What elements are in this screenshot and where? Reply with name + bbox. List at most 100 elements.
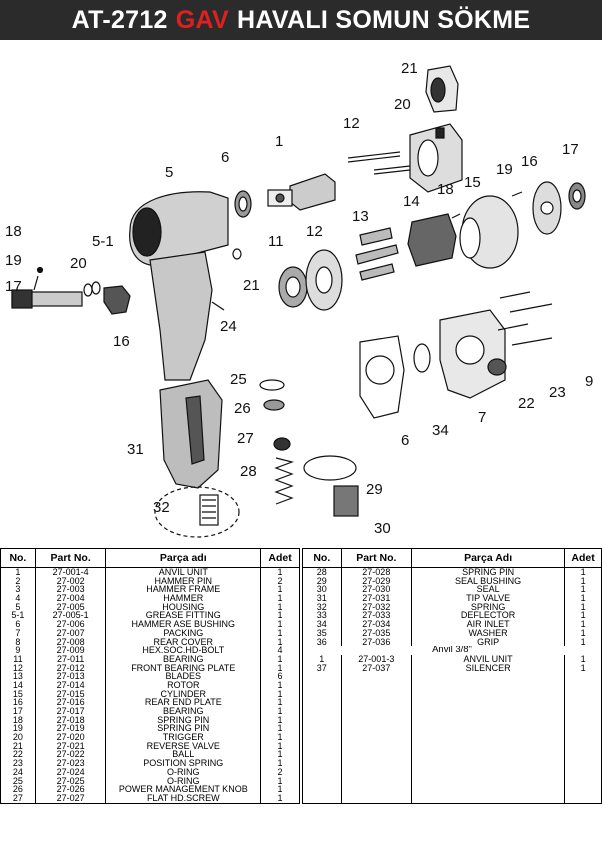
cell-part: 27-026 xyxy=(34,785,107,794)
cell-name: PACKING xyxy=(105,628,262,638)
table-row xyxy=(302,724,602,734)
cell-part xyxy=(340,785,413,794)
cell-no xyxy=(302,767,342,777)
cell-qty xyxy=(564,767,602,777)
table-row xyxy=(302,759,602,768)
cell-part: 27-014 xyxy=(34,680,107,690)
cell-qty: 1 xyxy=(260,680,300,690)
cell-no xyxy=(302,698,342,707)
cell-no xyxy=(302,793,342,804)
cell-qty xyxy=(564,698,602,707)
callout-23: 19 xyxy=(5,252,22,269)
cell-name: TIP VALVE xyxy=(411,594,566,603)
callout-33: 29 xyxy=(366,481,383,498)
cell-no xyxy=(302,707,342,716)
cell-no xyxy=(302,689,342,699)
cell-qty: 1 xyxy=(260,793,300,804)
cell-part xyxy=(340,741,413,751)
cell-qty: 1 xyxy=(260,715,300,725)
callout-5: 5 xyxy=(165,164,173,181)
cell-no xyxy=(302,715,342,725)
cell-qty: 1 xyxy=(260,750,300,760)
cell-no: 24 xyxy=(0,767,36,777)
cell-name: BALL xyxy=(105,750,262,760)
cell-no: 8 xyxy=(0,637,36,647)
cell-name: O-RING xyxy=(105,776,262,786)
cell-qty: 1 xyxy=(260,733,300,742)
cell-no: 6 xyxy=(0,620,36,629)
col-qty: Adet xyxy=(564,548,602,568)
cell-name: REAR END PLATE xyxy=(105,698,262,707)
cell-name xyxy=(411,741,566,751)
cell-part: 27-033 xyxy=(340,611,413,621)
cell-no xyxy=(302,750,342,760)
cell-qty xyxy=(564,785,602,794)
cell-part: 27-007 xyxy=(34,628,107,638)
callout-24: 20 xyxy=(70,255,87,272)
cell-name xyxy=(411,785,566,794)
cell-part xyxy=(340,793,413,804)
callout-3: 20 xyxy=(394,96,411,113)
cell-qty: 6 xyxy=(260,672,300,681)
cell-part xyxy=(340,672,413,681)
cell-part: 27-017 xyxy=(34,707,107,716)
cell-qty: 2 xyxy=(260,576,300,586)
cell-part: 27-003 xyxy=(34,585,107,595)
table-row xyxy=(302,785,602,794)
cell-qty: 1 xyxy=(564,576,602,586)
cell-part xyxy=(340,715,413,725)
cell-no: 2 xyxy=(0,576,36,586)
cell-qty: 1 xyxy=(564,637,602,647)
cell-name xyxy=(411,793,566,804)
cell-name xyxy=(411,715,566,725)
cell-part: 27-011 xyxy=(34,654,107,664)
callout-11: 11 xyxy=(268,233,284,250)
col-qty: Adet xyxy=(260,548,300,568)
cell-part: 27-016 xyxy=(34,698,107,707)
cell-no: 11 xyxy=(0,654,36,664)
table-row xyxy=(302,689,602,699)
cell-no: 15 xyxy=(0,689,36,699)
seal-bushing-part xyxy=(259,379,285,391)
cell-qty: 1 xyxy=(564,611,602,621)
cell-part: 27-020 xyxy=(34,733,107,742)
callout-32: 28 xyxy=(240,463,257,480)
cell-qty: 1 xyxy=(564,654,602,664)
cell-qty: 1 xyxy=(260,689,300,699)
cell-qty: 2 xyxy=(260,767,300,777)
cell-part: 27-027 xyxy=(34,793,107,804)
cell-name: SPRING PIN xyxy=(105,715,262,725)
cell-qty xyxy=(564,680,602,690)
cell-no: 33 xyxy=(302,611,342,621)
cell-part: 27-035 xyxy=(340,628,413,638)
table-header-row: No. Part No. Parça Adı Adet xyxy=(302,548,602,568)
cell-no xyxy=(302,759,342,768)
cell-no: 3 xyxy=(0,585,36,595)
cell-no: 22 xyxy=(0,750,36,760)
title-brand: GAV xyxy=(175,5,229,34)
cell-part: 27-005 xyxy=(34,602,107,612)
small-parts xyxy=(33,191,523,311)
cell-name xyxy=(411,689,566,699)
col-part-no: Part No. xyxy=(340,548,413,568)
front-bearing-plate-part xyxy=(305,249,343,311)
cell-qty: 1 xyxy=(564,628,602,638)
cell-part: 27-009 xyxy=(34,646,107,655)
callout-19: 19 xyxy=(496,161,513,178)
cell-name: CYLINDER xyxy=(105,689,262,699)
callout-2: 12 xyxy=(343,115,360,132)
